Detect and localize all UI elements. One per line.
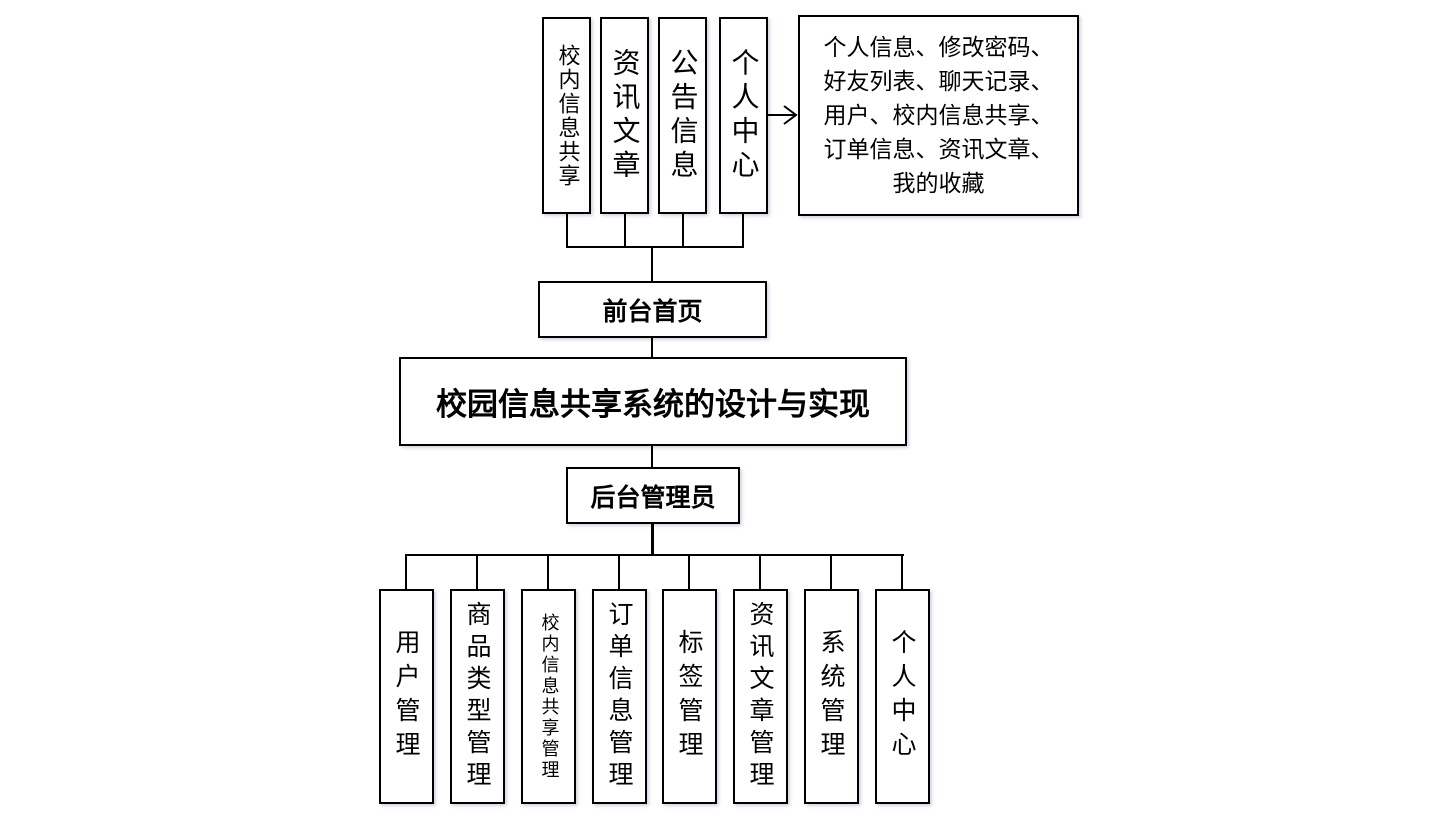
connector xyxy=(476,554,478,589)
front-module-box: 个人中心 xyxy=(719,17,768,214)
connector xyxy=(651,446,653,467)
connector xyxy=(405,554,407,589)
connector xyxy=(651,246,653,281)
connector xyxy=(566,214,568,247)
system-title-box: 校园信息共享系统的设计与实现 xyxy=(399,357,907,446)
backend-admin-label: 后台管理员 xyxy=(590,482,716,512)
module-label: 资讯文章管理 xyxy=(746,600,775,793)
system-title: 校园信息共享系统的设计与实现 xyxy=(436,387,870,423)
frontend-home-box: 前台首页 xyxy=(538,281,767,338)
frontend-home-label: 前台首页 xyxy=(602,296,703,326)
backend-module-box: 商品类型管理 xyxy=(450,589,505,804)
connector xyxy=(901,554,903,589)
connector xyxy=(405,554,904,556)
backend-module-box: 资讯文章管理 xyxy=(733,589,788,804)
arrow-line xyxy=(768,114,796,116)
connector xyxy=(759,554,761,589)
connector xyxy=(547,554,549,589)
module-label: 个人中心 xyxy=(888,628,917,765)
module-label: 系统管理 xyxy=(817,628,846,765)
backend-module-box: 系统管理 xyxy=(804,589,859,804)
module-label: 标签管理 xyxy=(675,628,704,765)
module-label: 校内信息共享 xyxy=(554,43,580,188)
connector xyxy=(618,554,620,589)
module-label: 校内信息共享管理 xyxy=(538,612,560,781)
backend-admin-box: 后台管理员 xyxy=(566,467,740,524)
connector xyxy=(688,554,690,589)
backend-module-box: 订单信息管理 xyxy=(592,589,647,804)
personal-center-details: 个人信息、修改密码、好友列表、聊天记录、用户、校内信息共享、订单信息、资讯文章、… xyxy=(823,34,1054,197)
arrow-head-icon xyxy=(783,105,798,125)
front-module-box: 资讯文章 xyxy=(600,17,649,214)
personal-center-details-box: 个人信息、修改密码、好友列表、聊天记录、用户、校内信息共享、订单信息、资讯文章、… xyxy=(798,15,1079,216)
module-label: 资讯文章 xyxy=(608,47,642,184)
connector xyxy=(742,214,744,247)
connector xyxy=(566,246,744,248)
backend-module-box: 校内信息共享管理 xyxy=(521,589,576,804)
module-label: 公告信息 xyxy=(666,47,700,184)
connector xyxy=(651,524,654,556)
connector xyxy=(682,214,684,247)
backend-module-box: 标签管理 xyxy=(662,589,717,804)
backend-module-box: 个人中心 xyxy=(875,589,930,804)
backend-module-box: 用户管理 xyxy=(379,589,434,804)
module-label: 个人中心 xyxy=(727,47,761,184)
connector xyxy=(830,554,832,589)
module-label: 订单信息管理 xyxy=(605,600,634,793)
front-module-box: 公告信息 xyxy=(658,17,707,214)
front-module-box: 校内信息共享 xyxy=(542,17,591,214)
connector xyxy=(651,338,653,357)
module-label: 商品类型管理 xyxy=(463,600,492,793)
connector xyxy=(624,214,626,247)
module-label: 用户管理 xyxy=(392,628,421,765)
